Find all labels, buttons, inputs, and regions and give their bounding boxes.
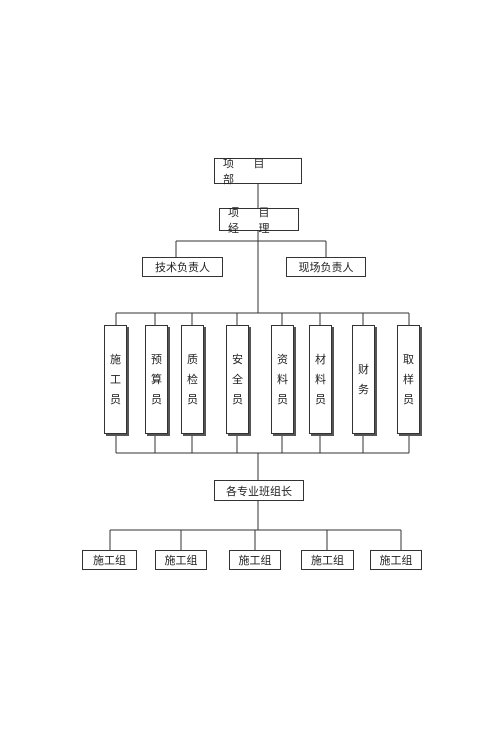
staff-box-construction: 施 工 员 — [104, 325, 127, 434]
staff-box-finance: 财 务 — [352, 325, 375, 434]
staff-box-budget: 预 算 员 — [145, 325, 168, 434]
staff-char: 员 — [403, 392, 414, 406]
project-department-box: 项 目 部 — [214, 157, 302, 186]
staff-char: 预 — [151, 352, 162, 366]
staff-box-safety: 安 全 员 — [226, 325, 249, 434]
team-leaders-label: 各专业班组长 — [226, 484, 292, 498]
team-label: 施工组 — [93, 554, 126, 567]
project-manager-box: 项 目 经 理 — [219, 206, 299, 235]
staff-box-sampling: 取 样 员 — [397, 325, 420, 434]
staff-char: 样 — [403, 372, 414, 386]
team-box-1: 施工组 — [82, 550, 137, 570]
staff-char: 取 — [403, 352, 414, 366]
technical-lead-box: 技术负责人 — [142, 257, 223, 277]
staff-box-materials: 材 料 员 — [309, 325, 332, 434]
staff-char: 员 — [110, 392, 121, 406]
staff-char: 工 — [110, 372, 121, 386]
team-label: 施工组 — [164, 554, 198, 567]
staff-char: 财 — [358, 362, 369, 376]
staff-char: 员 — [151, 392, 162, 406]
site-lead-label: 现场负责人 — [298, 261, 354, 274]
team-label: 施工组 — [379, 554, 413, 567]
project-manager-label: 项 目 经 理 — [228, 205, 278, 235]
staff-char: 资 — [277, 352, 288, 366]
site-lead-box: 现场负责人 — [286, 257, 366, 277]
staff-char: 员 — [277, 392, 288, 406]
technical-lead-label: 技术负责人 — [155, 261, 210, 274]
project-department-label: 项 目 部 — [223, 157, 273, 186]
team-box-5: 施工组 — [370, 550, 422, 570]
staff-box-quality: 质 检 员 — [181, 325, 204, 434]
staff-char: 安 — [232, 352, 243, 366]
staff-char: 施 — [110, 352, 121, 366]
staff-char: 算 — [151, 372, 162, 386]
staff-char: 料 — [277, 372, 288, 386]
team-box-3: 施工组 — [229, 550, 281, 570]
staff-char: 质 — [187, 352, 198, 366]
staff-char: 料 — [315, 372, 326, 386]
staff-char: 员 — [232, 392, 243, 406]
staff-char: 员 — [315, 392, 326, 406]
staff-char: 材 — [315, 352, 326, 366]
team-box-4: 施工组 — [301, 550, 354, 570]
staff-char: 全 — [232, 372, 243, 386]
staff-char: 检 — [187, 372, 198, 386]
team-label: 施工组 — [238, 554, 272, 567]
team-box-2: 施工组 — [155, 550, 207, 570]
staff-char: 员 — [187, 392, 198, 406]
team-leaders-box: 各专业班组长 — [214, 480, 304, 501]
team-label: 施工组 — [311, 554, 344, 567]
staff-box-documents: 资 料 员 — [271, 325, 294, 434]
staff-char: 务 — [358, 382, 369, 396]
